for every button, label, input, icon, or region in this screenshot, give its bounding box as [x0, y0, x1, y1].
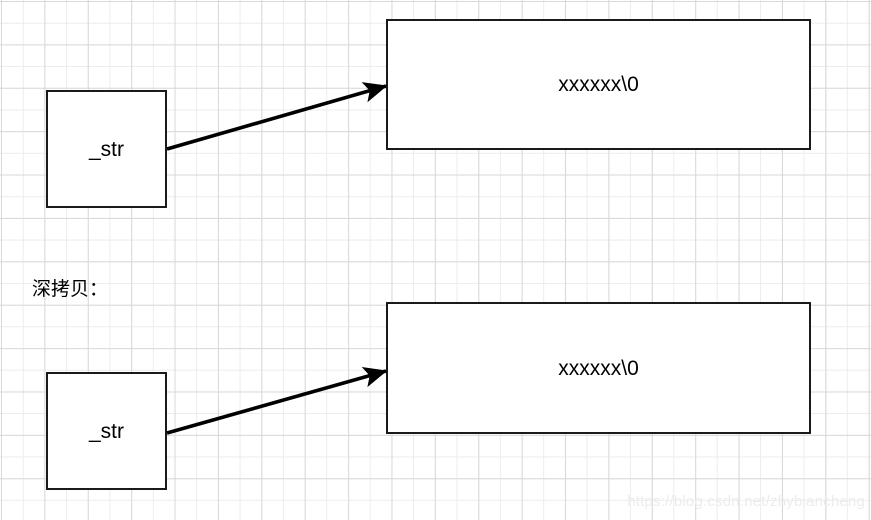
- buffer-box-bottom-label: xxxxxx\0: [558, 356, 639, 380]
- buffer-box-top[interactable]: xxxxxx\0: [386, 19, 811, 150]
- pointer-arrow-top: [166, 82, 388, 151]
- deep-copy-label: 深拷贝：: [32, 278, 109, 300]
- pointer-box-top[interactable]: _str: [46, 90, 167, 208]
- pointer-box-bottom-label: _str: [88, 419, 124, 443]
- pointer-arrow-bottom: [166, 367, 388, 435]
- buffer-box-top-label: xxxxxx\0: [558, 73, 639, 96]
- pointer-box-bottom[interactable]: _str: [46, 372, 167, 490]
- pointer-box-top-label: _str: [88, 137, 124, 161]
- buffer-box-bottom[interactable]: xxxxxx\0: [386, 302, 811, 434]
- watermark-url: https://blog.csdn.net/zhybiancheng: [627, 493, 865, 510]
